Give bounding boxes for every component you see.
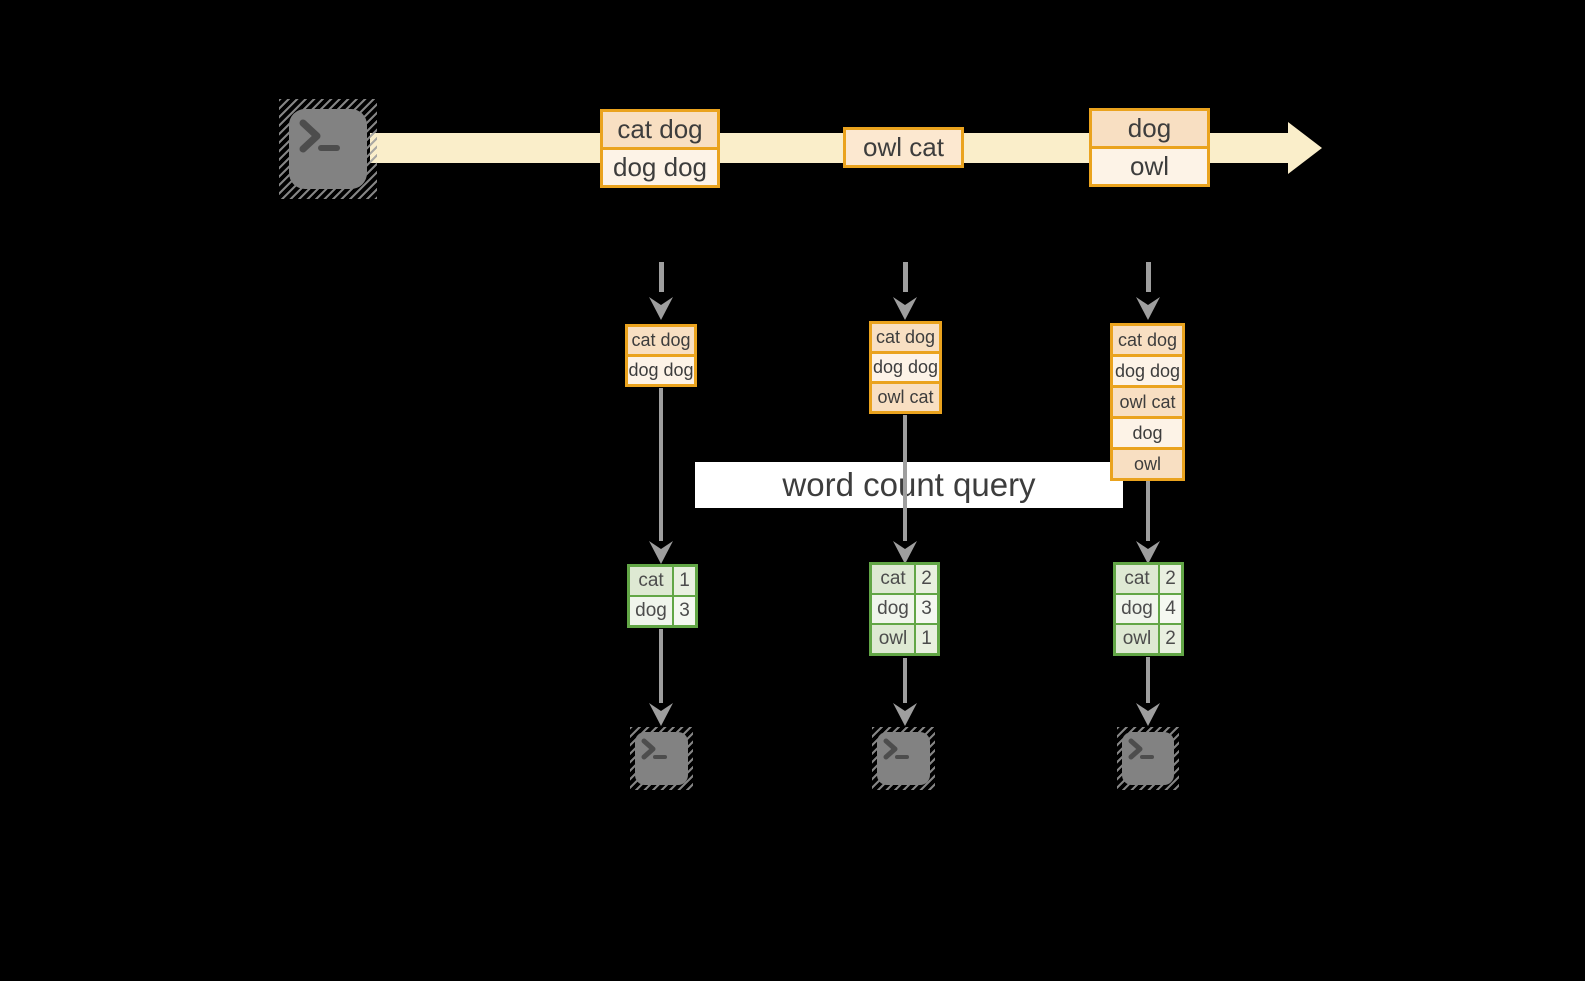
table-row: cat 1 — [630, 567, 695, 595]
table-row: dog 4 — [1116, 595, 1181, 623]
table-row: cat 2 — [1116, 565, 1181, 593]
count-table-2: cat 2 dog 3 owl 1 — [869, 562, 940, 656]
count-cell: 1 — [674, 567, 695, 595]
terminal-prompt-icon — [299, 119, 340, 153]
word-cell: owl — [872, 625, 914, 653]
arrowhead-icon — [649, 703, 673, 726]
count-table-1: cat 1 dog 3 — [627, 564, 698, 628]
query-label: word count query — [695, 462, 1123, 508]
state-box-2: cat dog dog dog owl cat — [869, 321, 942, 414]
terminal-icon — [630, 727, 693, 790]
arrowhead-icon — [893, 297, 917, 320]
count-cell: 1 — [916, 625, 937, 653]
dashed-arrow — [903, 262, 908, 292]
stream-arrow-head-icon — [1288, 122, 1322, 174]
batch-row: dog dog — [603, 147, 717, 185]
batch-row: dog — [1092, 111, 1207, 146]
flow-line — [903, 415, 907, 541]
word-cell: dog — [630, 597, 672, 625]
count-cell: 2 — [1160, 625, 1181, 653]
arrowhead-icon — [649, 541, 673, 564]
state-row: dog dog — [628, 354, 694, 384]
flow-line — [1146, 657, 1150, 703]
count-cell: 4 — [1160, 595, 1181, 623]
table-row: owl 1 — [872, 625, 937, 653]
batch-row: cat dog — [603, 112, 717, 147]
terminal-window — [1122, 732, 1174, 785]
word-cell: cat — [872, 565, 914, 593]
terminal-icon — [872, 727, 935, 790]
word-cell: cat — [1116, 565, 1158, 593]
terminal-window — [289, 109, 367, 189]
table-row: dog 3 — [872, 595, 937, 623]
arrowhead-icon — [893, 703, 917, 726]
state-row: owl cat — [1113, 385, 1182, 416]
arrowhead-icon — [649, 297, 673, 320]
terminal-icon — [279, 99, 377, 199]
dashed-arrow — [1146, 262, 1151, 292]
state-row: dog dog — [1113, 354, 1182, 385]
state-row: cat dog — [628, 327, 694, 354]
count-cell: 2 — [1160, 565, 1181, 593]
arrowhead-icon — [1136, 703, 1160, 726]
stream-batch-3: dog owl — [1089, 108, 1210, 187]
word-cell: dog — [1116, 595, 1158, 623]
batch-row: owl — [1092, 146, 1207, 184]
arrowhead-icon — [893, 541, 917, 564]
table-row: cat 2 — [872, 565, 937, 593]
stream-batch-2: owl cat — [843, 127, 964, 168]
count-table-3: cat 2 dog 4 owl 2 — [1113, 562, 1184, 656]
terminal-prompt-icon — [641, 738, 667, 760]
arrowhead-icon — [1136, 541, 1160, 564]
state-row: dog dog — [872, 351, 939, 381]
table-row: owl 2 — [1116, 625, 1181, 653]
state-row: dog — [1113, 416, 1182, 447]
terminal-window — [635, 732, 688, 785]
terminal-prompt-icon — [1128, 738, 1154, 760]
word-cell: owl — [1116, 625, 1158, 653]
state-row: cat dog — [872, 324, 939, 351]
terminal-prompt-icon — [883, 738, 909, 760]
state-row: owl cat — [872, 381, 939, 411]
count-cell: 3 — [916, 595, 937, 623]
terminal-window — [877, 732, 930, 785]
word-cell: dog — [872, 595, 914, 623]
flow-line — [903, 658, 907, 703]
terminal-icon — [1117, 727, 1179, 790]
flow-line — [659, 629, 663, 703]
table-row: dog 3 — [630, 597, 695, 625]
state-box-3: cat dog dog dog owl cat dog owl — [1110, 323, 1185, 481]
state-row: cat dog — [1113, 326, 1182, 354]
word-cell: cat — [630, 567, 672, 595]
count-cell: 3 — [674, 597, 695, 625]
arrowhead-icon — [1136, 297, 1160, 320]
state-row: owl — [1113, 447, 1182, 478]
flow-line — [1146, 481, 1150, 541]
count-cell: 2 — [916, 565, 937, 593]
batch-row: owl cat — [846, 130, 961, 165]
flow-line — [659, 388, 663, 541]
state-box-1: cat dog dog dog — [625, 324, 697, 387]
dashed-arrow — [659, 262, 664, 292]
stream-batch-1: cat dog dog dog — [600, 109, 720, 188]
